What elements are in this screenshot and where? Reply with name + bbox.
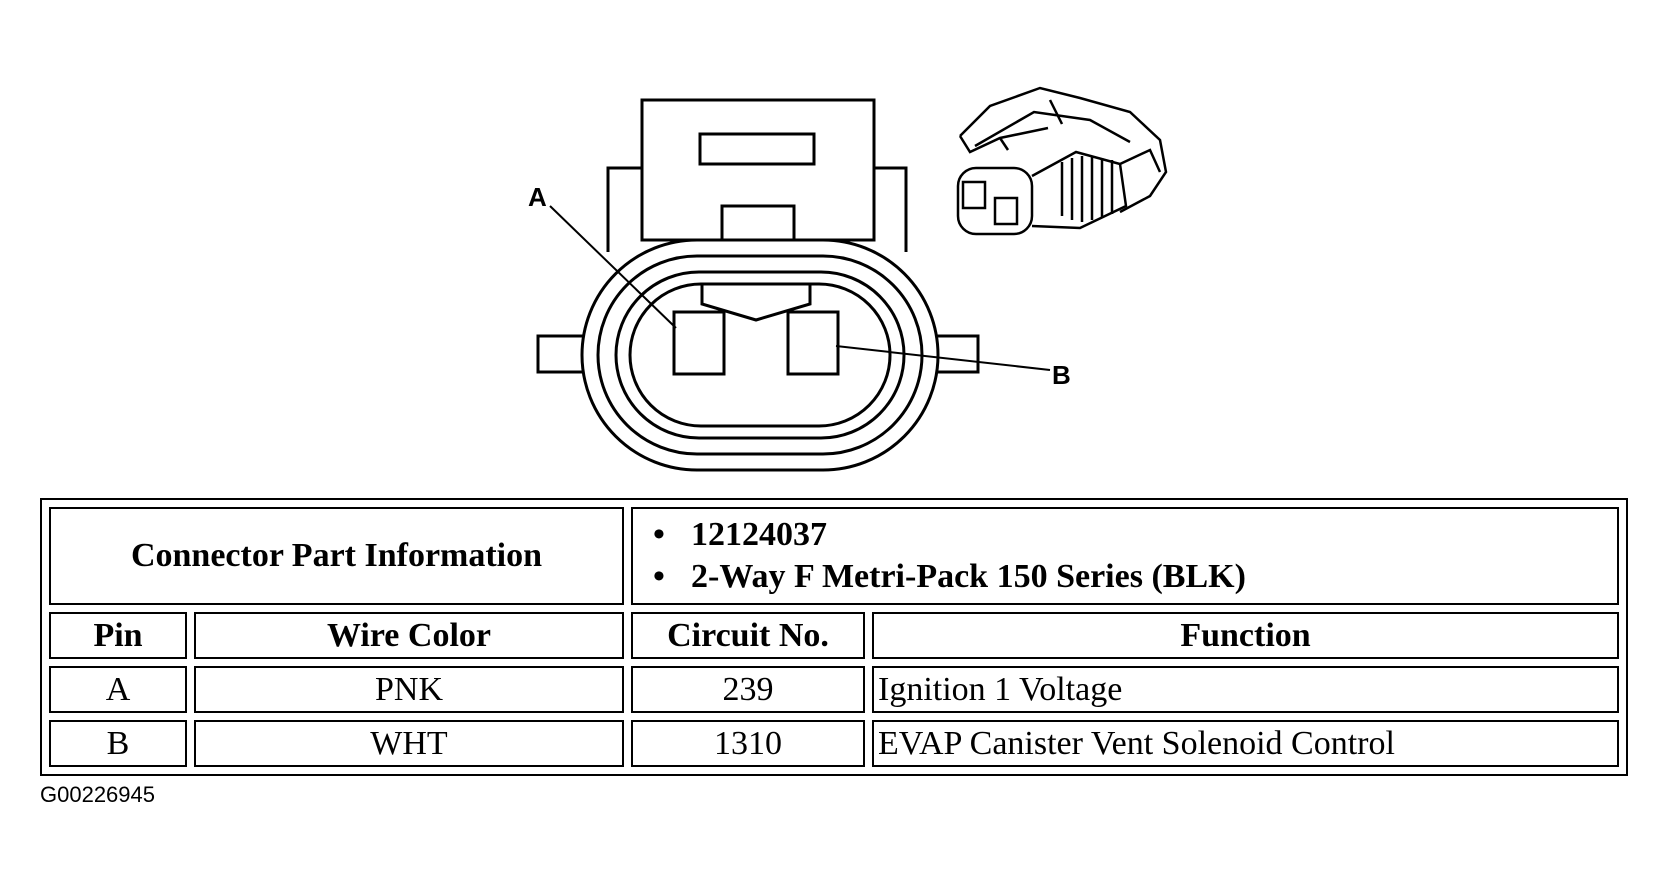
pin-a-cavity xyxy=(672,310,726,376)
connector-info-table: Connector Part Information •12124037 •2-… xyxy=(40,498,1628,776)
cell-circuit: 239 xyxy=(631,666,865,714)
header-row: Pin Wire Color Circuit No. Function xyxy=(49,612,1619,660)
pin-a-label: A xyxy=(528,182,547,212)
cell-function: EVAP Canister Vent Solenoid Control xyxy=(872,720,1619,767)
part-info-row: Connector Part Information •12124037 •2-… xyxy=(49,507,1619,606)
pin-b-label: B xyxy=(1052,360,1071,390)
connector-face xyxy=(536,98,1051,472)
header-pin: Pin xyxy=(49,612,187,660)
table-row: A PNK 239 Ignition 1 Voltage xyxy=(49,666,1619,714)
cell-function: Ignition 1 Voltage xyxy=(872,666,1619,714)
connector-drawing: A B xyxy=(528,86,1168,472)
connector-diagram: A B xyxy=(528,86,1168,472)
figure-id: G00226945 xyxy=(40,782,155,807)
part-info-values: •12124037 •2-Way F Metri-Pack 150 Series… xyxy=(631,507,1619,606)
header-wire-color: Wire Color xyxy=(194,612,624,660)
part-description: 2-Way F Metri-Pack 150 Series (BLK) xyxy=(691,558,1246,596)
cell-wire-color: PNK xyxy=(194,666,624,714)
cell-circuit: 1310 xyxy=(631,720,865,767)
table-row: B WHT 1310 EVAP Canister Vent Solenoid C… xyxy=(49,720,1619,767)
pin-b-cavity xyxy=(786,310,840,376)
part-number: 12124037 xyxy=(691,516,827,554)
cell-pin: A xyxy=(49,666,187,714)
cell-pin: B xyxy=(49,720,187,767)
part-info-label: Connector Part Information xyxy=(49,507,624,606)
cell-wire-color: WHT xyxy=(194,720,624,767)
header-function: Function xyxy=(872,612,1619,660)
header-circuit: Circuit No. xyxy=(631,612,865,660)
connector-side-view xyxy=(956,86,1168,236)
